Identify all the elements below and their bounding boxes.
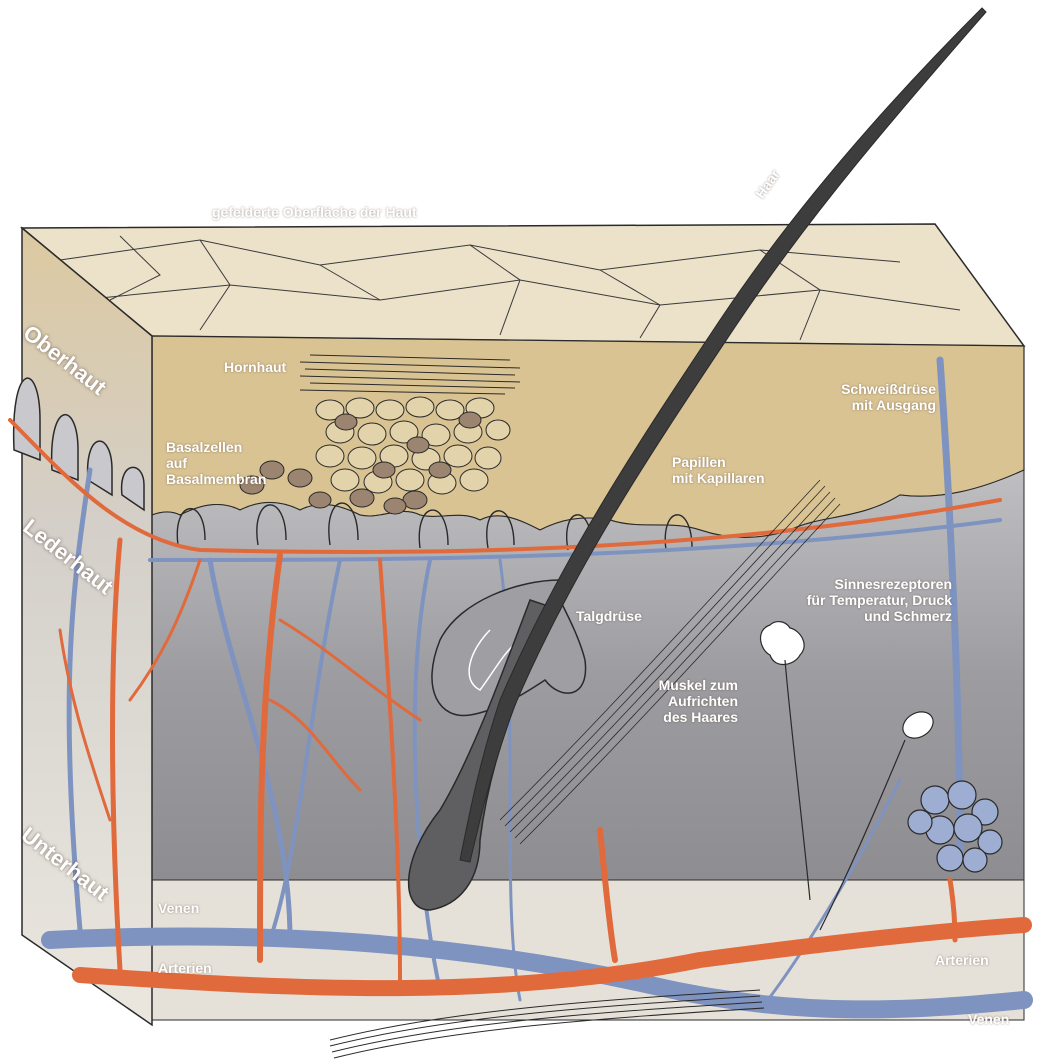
label-receptors-line3: und Schmerz <box>744 608 952 624</box>
label-sweat-line2: mit Ausgang <box>800 397 936 413</box>
label-basal-line2: auf <box>166 455 266 471</box>
label-sweat-line1: Schweißdrüse <box>800 381 936 397</box>
label-arteries-left: Arterien <box>158 960 212 976</box>
label-sweat-gland: Schweißdrüse mit Ausgang <box>800 381 936 413</box>
label-horny-layer: Hornhaut <box>224 359 286 375</box>
label-muscle-line3: des Haares <box>620 709 738 725</box>
label-surface: gefelderte Oberfläche der Haut <box>212 204 417 220</box>
label-basal-line1: Basalzellen <box>166 439 266 455</box>
label-veins-right: Venen <box>968 1011 1009 1027</box>
label-papillae-line1: Papillen <box>672 454 765 470</box>
label-arrector-muscle: Muskel zum Aufrichten des Haares <box>620 677 738 725</box>
label-arteries-right: Arterien <box>935 952 989 968</box>
label-muscle-line1: Muskel zum <box>620 677 738 693</box>
label-sebaceous-gland: Talgdrüse <box>576 608 642 624</box>
label-receptors-line1: Sinnesrezeptoren <box>744 576 952 592</box>
label-basal-cells: Basalzellen auf Basalmembran <box>166 439 266 487</box>
label-veins-left: Venen <box>158 900 199 916</box>
skin-surface-top <box>22 224 1024 346</box>
label-basal-line3: Basalmembran <box>166 471 266 487</box>
label-receptors-line2: für Temperatur, Druck <box>744 592 952 608</box>
label-papillae: Papillen mit Kapillaren <box>672 454 765 486</box>
label-papillae-line2: mit Kapillaren <box>672 470 765 486</box>
label-receptors: Sinnesrezeptoren für Temperatur, Druck u… <box>744 576 952 624</box>
label-muscle-line2: Aufrichten <box>620 693 738 709</box>
